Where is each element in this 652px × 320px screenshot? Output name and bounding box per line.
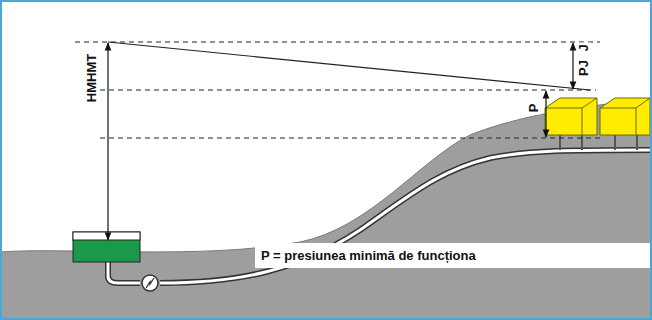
head-arrow [107,43,108,240]
note-text: P = presiunea minimă de funcționa [255,243,650,268]
pressure-loss-label: PJ [577,58,591,78]
pump-symbol [142,275,158,291]
note-box: P = presiunea minimă de funcționa [255,243,650,268]
pipe [108,150,652,283]
tank [73,232,140,262]
loss-arrow [572,43,573,89]
level-lines [75,42,600,138]
loss-label: J [577,42,591,53]
house-posts [560,135,637,150]
houses [545,98,650,135]
head-label: HMHMT [85,52,99,104]
pressure-arrow [545,91,546,137]
pressure-label: P [527,102,541,115]
grade-line [108,42,590,90]
